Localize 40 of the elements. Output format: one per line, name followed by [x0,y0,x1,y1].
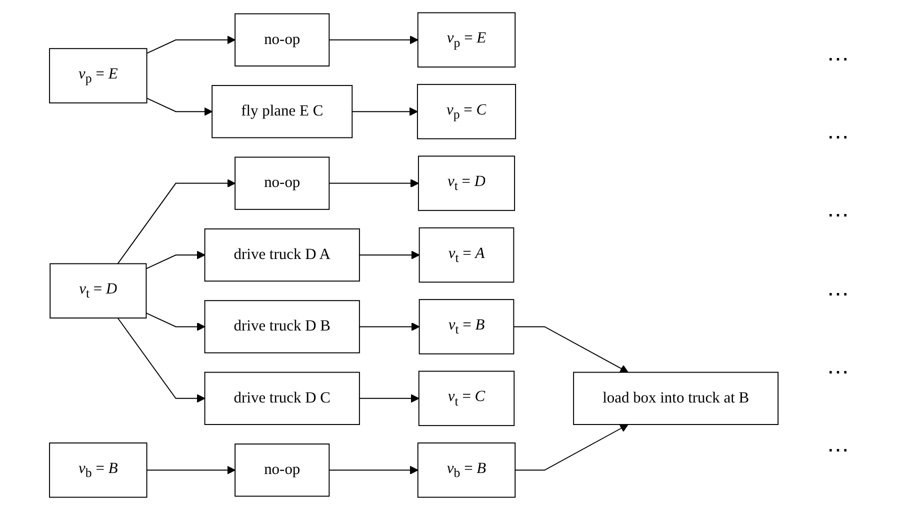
arrow [358,250,420,259]
node-box: drive truck D A [204,228,360,282]
ellipsis: ⋯ [827,436,850,463]
node-box: v$_{p}$ = E [48,48,147,103]
ellipsis: ⋯ [827,124,850,150]
arrow [146,35,236,54]
ellipsis: ⋯ [827,46,850,72]
ellipsis: ⋯ [827,280,850,307]
node-box: load box into truck at B [572,371,778,424]
node-box: v$_{b}$ = B [417,442,516,498]
node-box: no-op [234,12,330,66]
node-box: v$_{b}$ = B [48,442,147,498]
node-box: v$_{t}$ = B [418,298,514,354]
arrow [358,394,419,402]
arrow [146,97,212,116]
arrow [145,250,205,269]
arrow [514,424,628,470]
node-box: v$_{p}$ = C [416,83,516,139]
node-box: v$_{p}$ = E [417,12,516,68]
node-box: drive truck D C [204,371,360,424]
arrow [116,317,205,402]
node-box: drive truck D B [204,300,360,353]
node-box: v$_{t}$ = A [418,226,514,282]
ellipsis: ⋯ [827,358,850,385]
node-box: fly plane E C [211,84,352,138]
arrow [146,465,236,474]
arrow [328,178,419,188]
node-box: v$_{t}$ = D [418,155,515,210]
node-box: no-op [234,443,330,496]
arrow [512,326,628,372]
arrow [328,35,418,44]
node-box: v$_{t}$ = C [418,370,514,426]
arrow [328,465,418,474]
node-box: v$_{t}$ = D [49,262,146,318]
arrow [116,178,236,264]
ellipsis: ⋯ [827,202,850,228]
arrow [351,106,418,116]
node-box: no-op [234,156,330,210]
arrow [358,322,420,330]
arrow [145,312,205,330]
